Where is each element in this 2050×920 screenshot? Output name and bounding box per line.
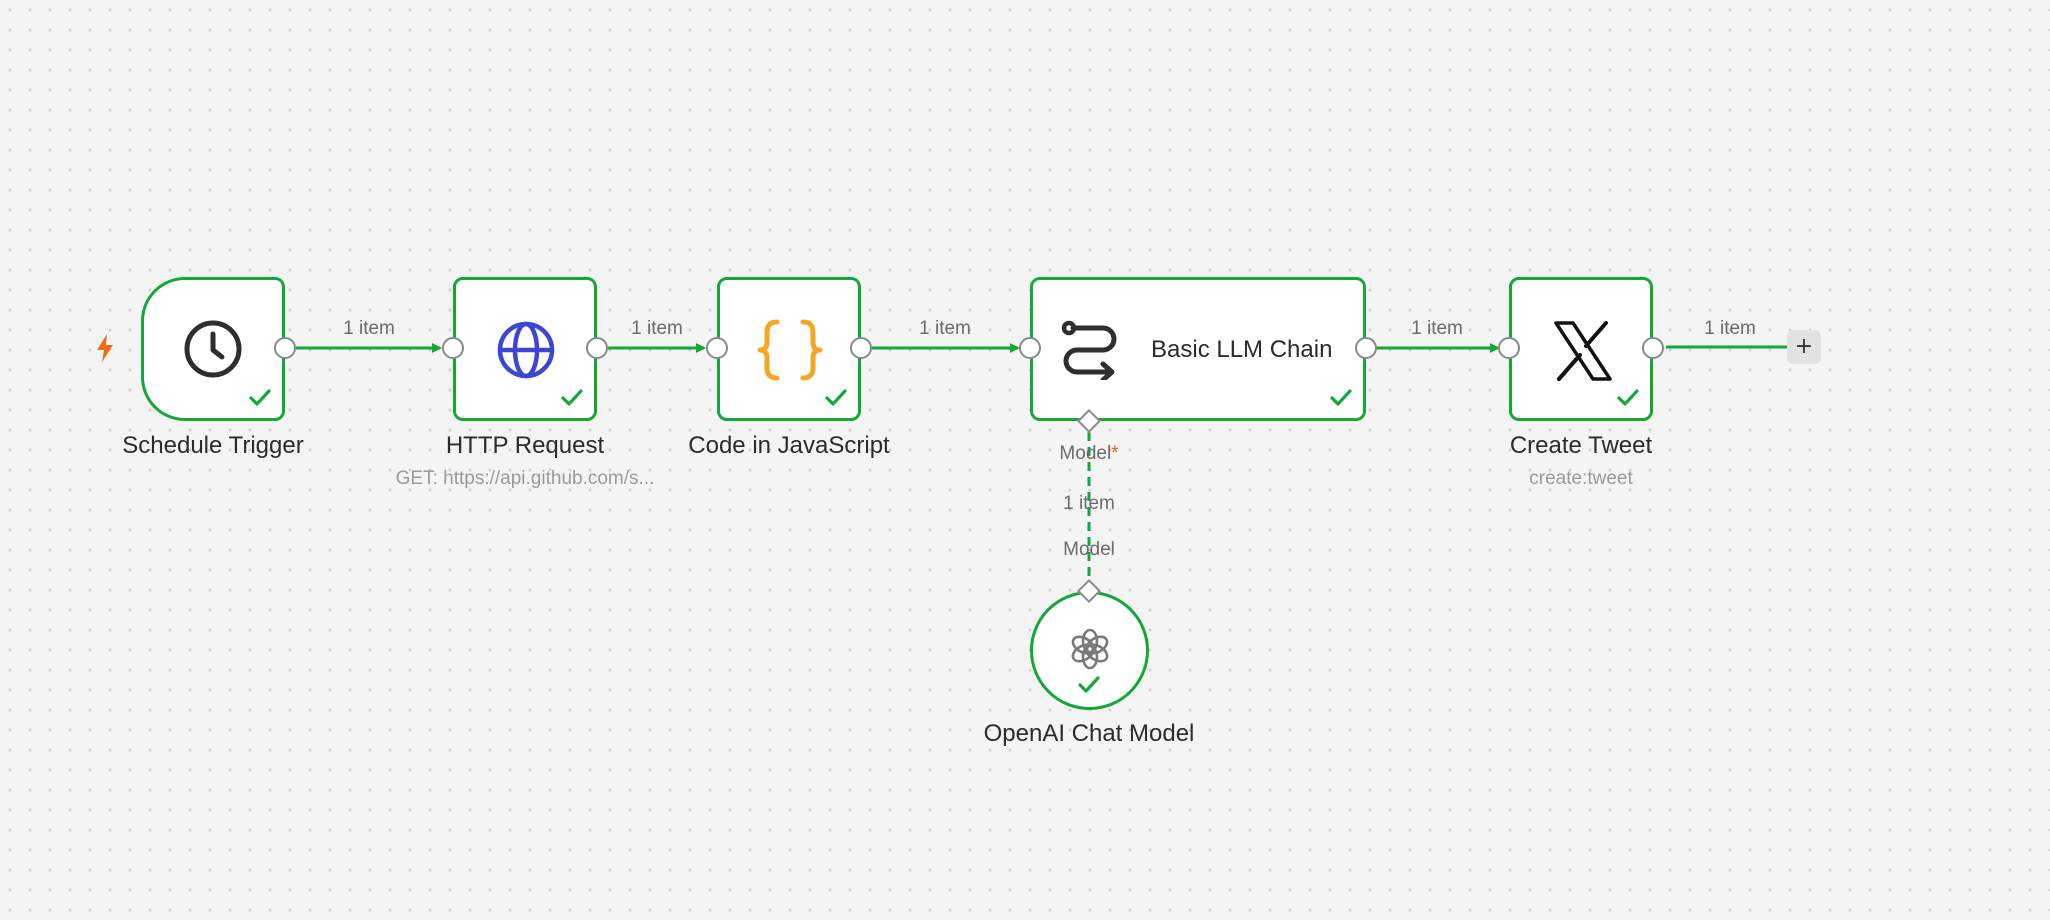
curly-braces-icon bbox=[757, 319, 823, 381]
openai-chat-model-title: OpenAI Chat Model bbox=[983, 720, 1195, 747]
success-check-icon bbox=[561, 389, 583, 406]
success-check-icon bbox=[1330, 389, 1352, 406]
add-node-button[interactable]: + bbox=[1787, 330, 1821, 364]
basic-llm-chain-node[interactable]: Basic LLM Chain bbox=[1030, 277, 1366, 421]
code-input-port[interactable] bbox=[706, 337, 728, 359]
chain-route-icon bbox=[1061, 320, 1117, 380]
http-request-subtitle: GET: https://api.github.com/s... bbox=[395, 468, 655, 489]
schedule-trigger-node[interactable] bbox=[141, 277, 285, 421]
success-check-icon bbox=[825, 389, 847, 406]
model-output-label: Model bbox=[1063, 539, 1115, 560]
model-input-label: Model* bbox=[1059, 443, 1118, 465]
edge-label-schedule-http: 1 item bbox=[343, 318, 395, 339]
http-request-title: HTTP Request bbox=[445, 432, 605, 459]
create-tweet-subtitle: create:tweet bbox=[1529, 468, 1633, 489]
required-star: * bbox=[1111, 443, 1119, 464]
success-check-icon bbox=[249, 389, 271, 406]
edge-label-model: 1 item bbox=[1063, 493, 1115, 514]
schedule-trigger-output-port[interactable] bbox=[274, 337, 296, 359]
basic-llm-chain-title: Basic LLM Chain bbox=[1151, 336, 1333, 363]
http-request-input-port[interactable] bbox=[442, 337, 464, 359]
code-output-port[interactable] bbox=[850, 337, 872, 359]
basic-llm-chain-output-port[interactable] bbox=[1355, 337, 1377, 359]
edge-label-http-code: 1 item bbox=[631, 318, 683, 339]
openai-logo-icon bbox=[1071, 628, 1109, 670]
edge-label-llm-tweet: 1 item bbox=[1411, 318, 1463, 339]
create-tweet-title: Create Tweet bbox=[1509, 432, 1653, 459]
clock-icon bbox=[184, 320, 242, 378]
openai-chat-model-node[interactable] bbox=[1030, 591, 1149, 710]
lightning-bolt-icon bbox=[97, 334, 113, 362]
http-request-output-port[interactable] bbox=[586, 337, 608, 359]
create-tweet-node[interactable] bbox=[1509, 277, 1653, 421]
http-request-node[interactable] bbox=[453, 277, 597, 421]
success-check-icon bbox=[1078, 676, 1100, 693]
code-node[interactable] bbox=[717, 277, 861, 421]
success-check-icon bbox=[1617, 389, 1639, 406]
basic-llm-chain-input-port[interactable] bbox=[1019, 337, 1041, 359]
edge-label-tweet-output: 1 item bbox=[1704, 318, 1756, 339]
globe-icon bbox=[497, 321, 555, 379]
create-tweet-output-port[interactable] bbox=[1642, 337, 1664, 359]
schedule-trigger-title: Schedule Trigger bbox=[122, 432, 304, 459]
code-title: Code in JavaScript bbox=[688, 432, 890, 459]
model-input-label-text: Model bbox=[1059, 443, 1112, 464]
edge-label-code-llm: 1 item bbox=[919, 318, 971, 339]
x-logo-icon bbox=[1554, 321, 1612, 381]
create-tweet-input-port[interactable] bbox=[1498, 337, 1520, 359]
